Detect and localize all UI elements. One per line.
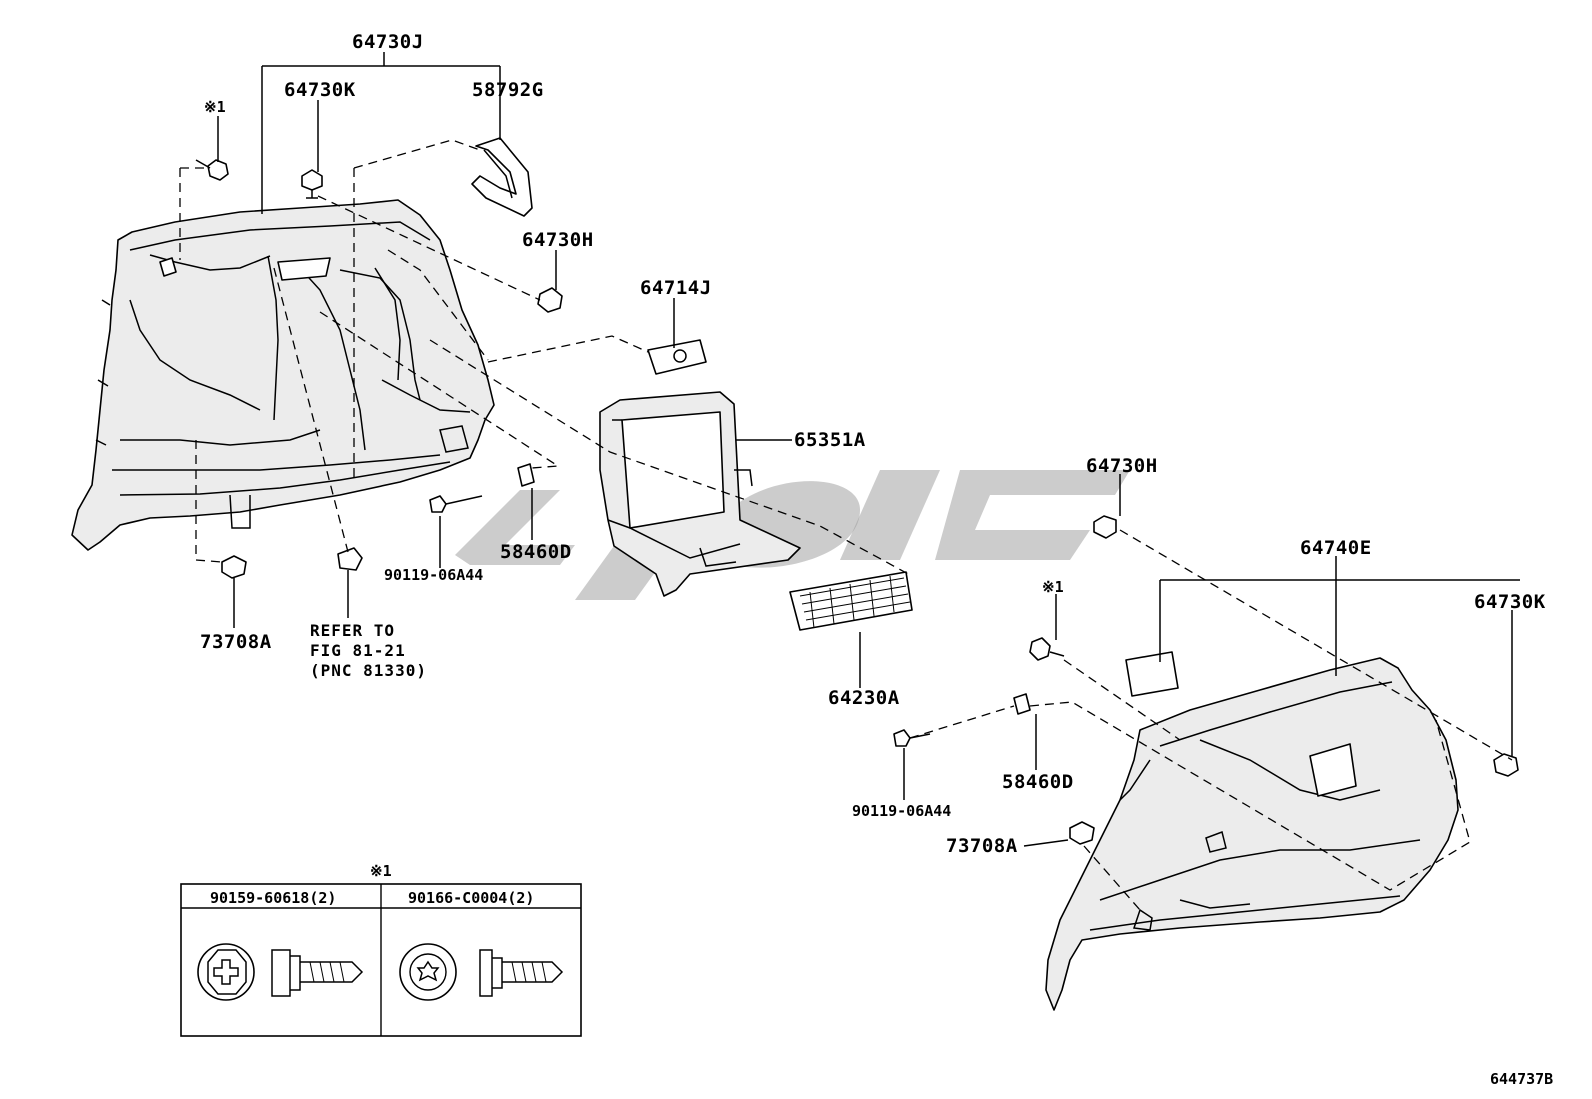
label-90119-right: 90119-06A44 <box>852 802 951 820</box>
label-73708A-right: 73708A <box>946 835 1018 857</box>
label-64714J: 64714J <box>640 277 712 299</box>
left-quarter-trim-panel <box>71 199 495 551</box>
label-64730J: 64730J <box>352 31 424 53</box>
clip-64730K-right <box>1493 753 1519 777</box>
fastener-90166-icon <box>399 943 564 1001</box>
nut-58460D-right <box>1013 693 1031 715</box>
label-58460D-left: 58460D <box>500 541 572 563</box>
right-quarter-trim-panel <box>1045 657 1459 1011</box>
leader-lines <box>179 52 1520 911</box>
label-refer-line3: (PNC 81330) <box>310 661 427 680</box>
label-64230A: 64230A <box>828 687 900 709</box>
legend-title: ※1 <box>370 862 392 880</box>
legend-col2-part: 90166-C0004(2) <box>408 889 534 907</box>
cargo-net <box>789 571 913 631</box>
screw-note1-right <box>1029 637 1065 661</box>
label-64730H-left: 64730H <box>522 229 594 251</box>
label-refer-line1: REFER TO <box>310 621 395 640</box>
clip-73708A-right <box>1069 821 1095 845</box>
cover-64714J <box>647 339 707 375</box>
label-65351A: 65351A <box>794 429 866 451</box>
watermark-logo <box>455 470 1130 600</box>
screw-note1-left <box>195 159 229 181</box>
clip-73708A-left <box>221 555 247 579</box>
cover-64740E-small <box>1125 651 1179 697</box>
clip-64730H-left <box>537 287 563 313</box>
label-58792G: 58792G <box>472 79 544 101</box>
label-refer-line2: FIG 81-21 <box>310 641 406 660</box>
clip-64730K-left <box>301 169 323 199</box>
label-73708A-left: 73708A <box>200 631 272 653</box>
legend-col1-part: 90159-60618(2) <box>210 889 336 907</box>
label-64740E: 64740E <box>1300 537 1372 559</box>
clip-64730H-right <box>1093 515 1117 539</box>
diagram-id: 644737B <box>1490 1070 1553 1088</box>
clip-refer-fig <box>337 547 363 571</box>
fastener-legend: ※1 90159-60618(2) 90166-C0004(2) <box>180 862 582 1037</box>
label-64730H-right: 64730H <box>1086 455 1158 477</box>
label-64730K-left: 64730K <box>284 79 356 101</box>
label-64730K-right: 64730K <box>1474 591 1546 613</box>
hook-58792G <box>471 137 533 217</box>
label-58460D-right: 58460D <box>1002 771 1074 793</box>
nut-58460D-left <box>517 463 535 487</box>
label-90119-left: 90119-06A44 <box>384 566 483 584</box>
callout-labels: 64730J 64730K 58792G ※1 64730H 64714J 65… <box>200 31 1546 857</box>
label-note-mark-right: ※1 <box>1042 578 1064 596</box>
fastener-90159-icon <box>197 943 364 1001</box>
label-note-mark-left: ※1 <box>204 98 226 116</box>
screw-90119-left <box>429 495 483 513</box>
storage-box <box>599 391 801 597</box>
